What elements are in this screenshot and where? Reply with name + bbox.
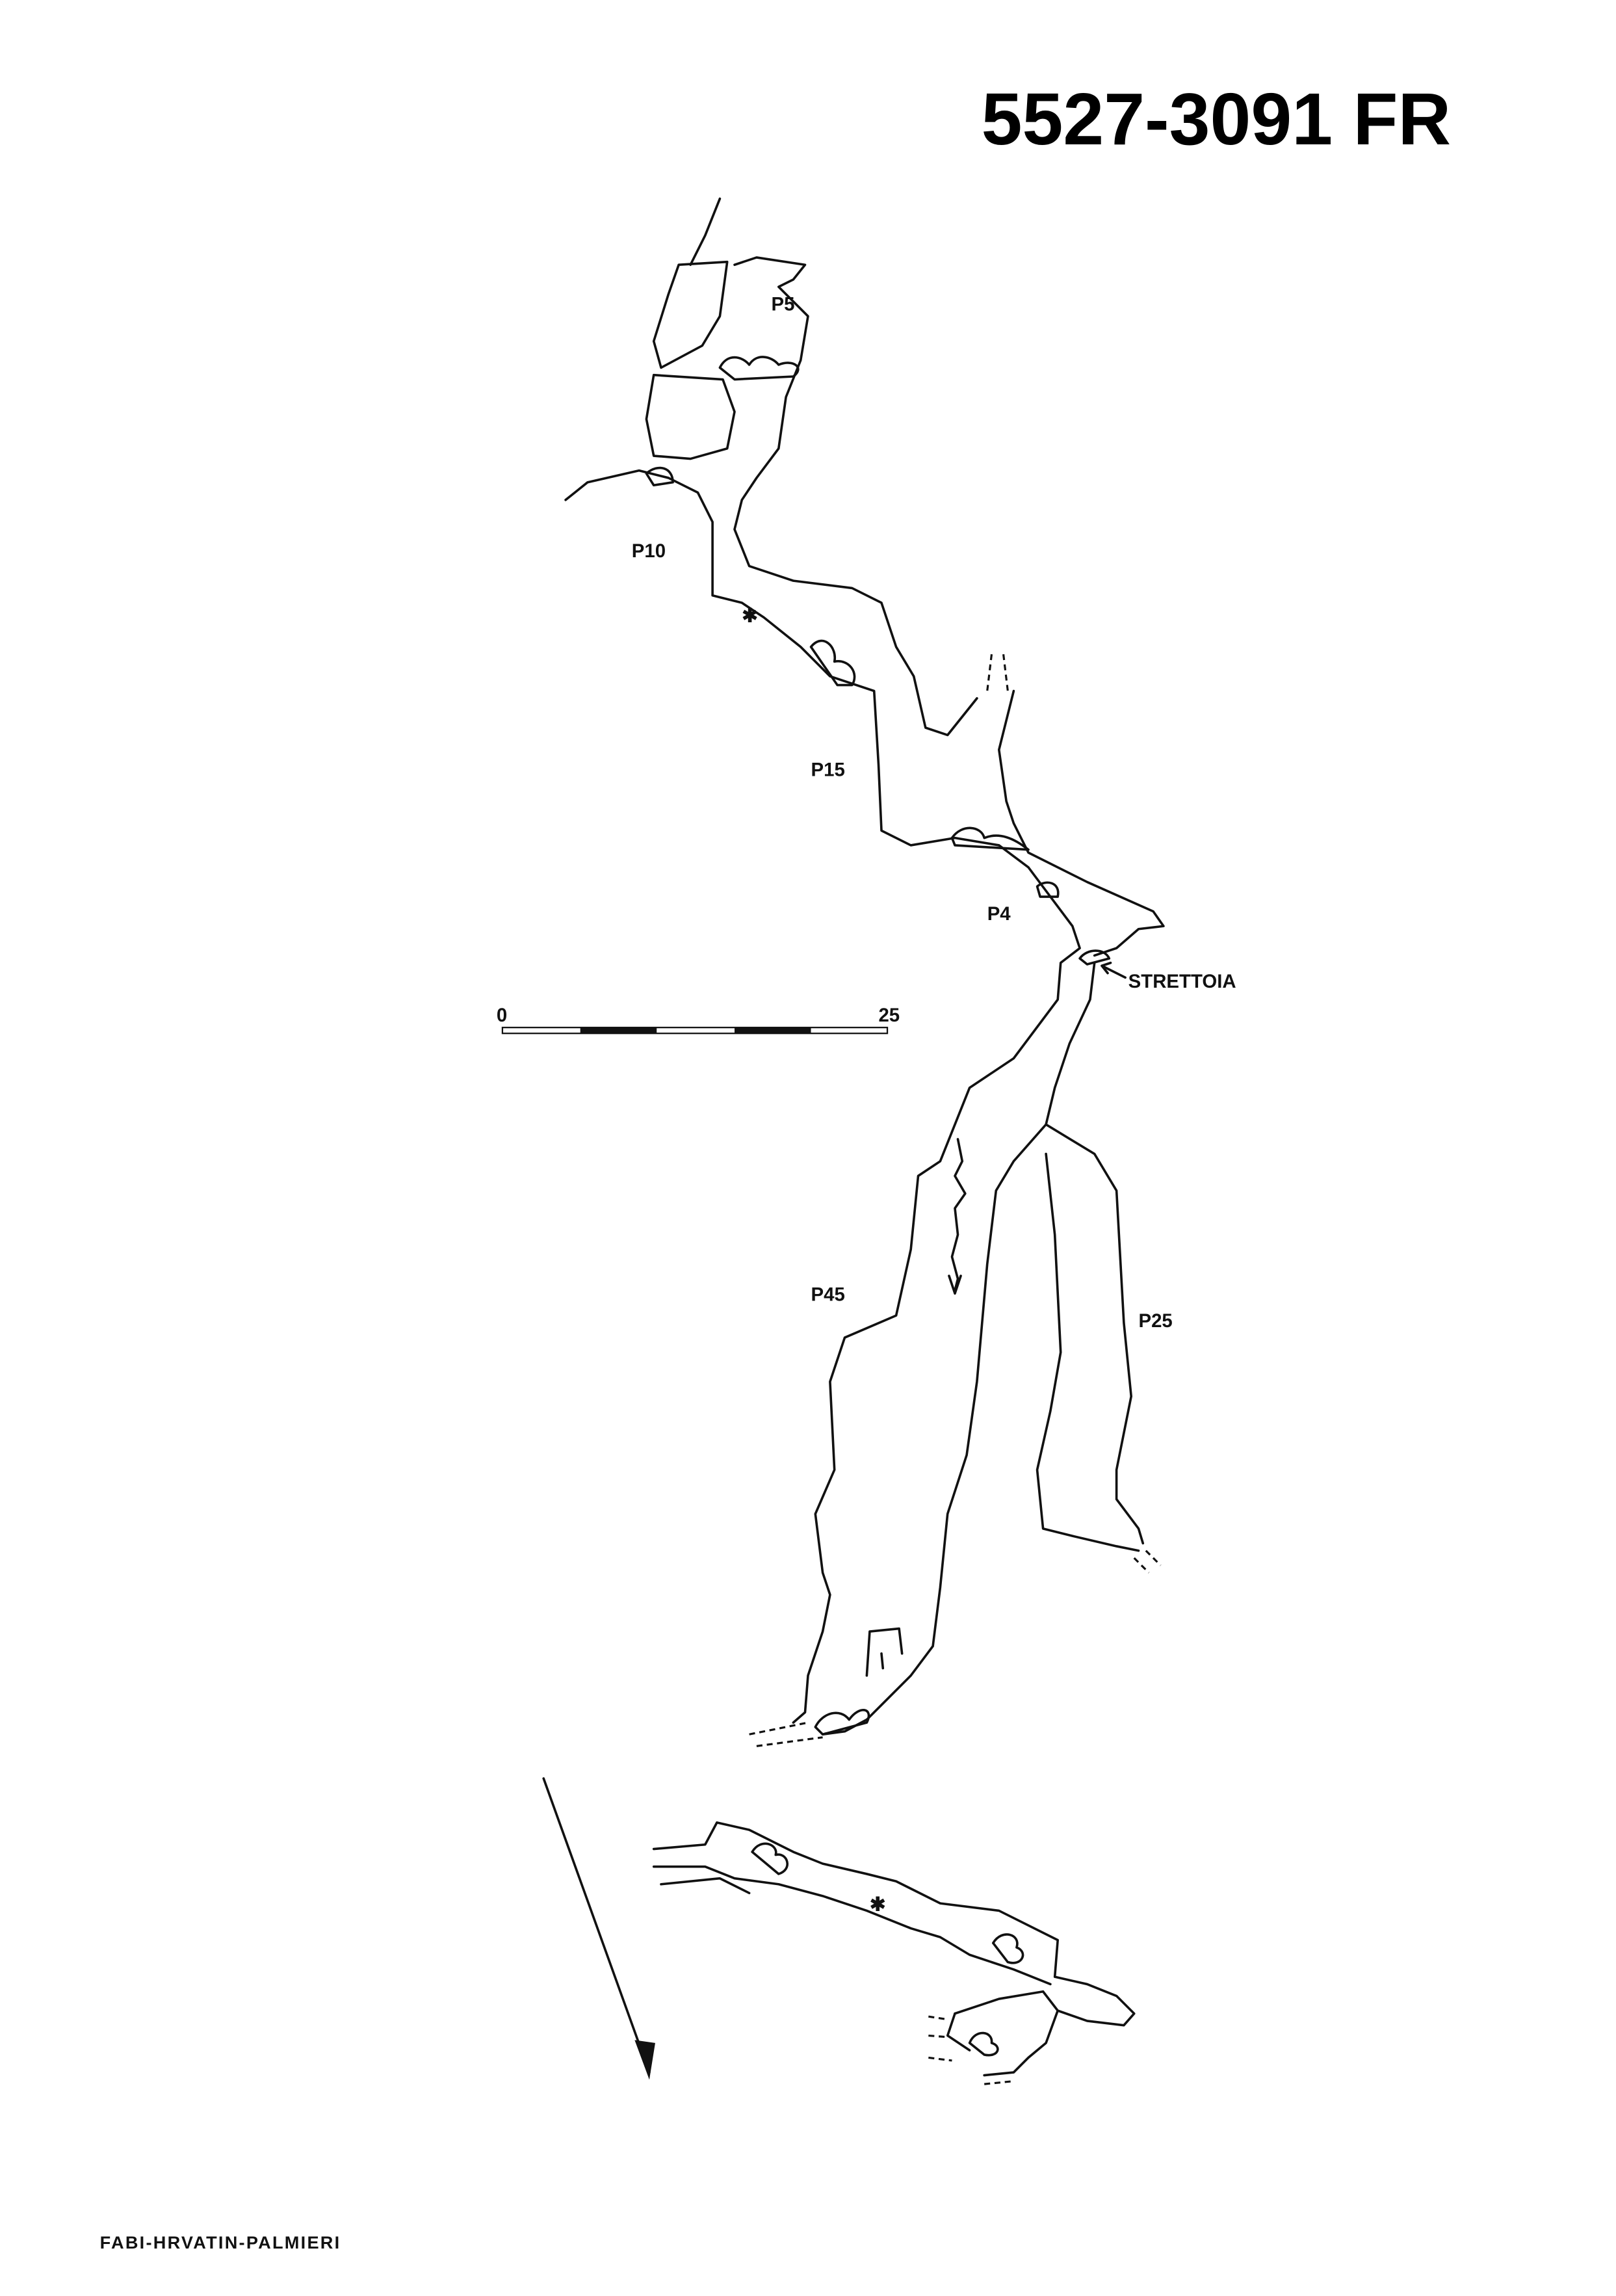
label-strettoia: STRETTOIA	[1128, 971, 1236, 992]
cave-plan-outline: ✱	[652, 1821, 1136, 2085]
label-p4: P4	[987, 903, 1011, 925]
label-p15: P15	[811, 759, 845, 781]
scale-start-label: 0	[497, 1005, 507, 1026]
label-p10: P10	[632, 540, 666, 562]
scale-bar: 0 25	[497, 1005, 900, 1035]
strettoia-arrow-icon	[1101, 961, 1127, 979]
cave-section-outline: ✱	[564, 197, 1165, 1747]
label-p5: P5	[772, 293, 795, 315]
anchor-star-icon: ✱	[742, 605, 758, 626]
plan-anchor-star-icon: ✱	[870, 1894, 886, 1915]
north-arrow-icon	[542, 1777, 655, 2080]
scale-end-label: 25	[878, 1005, 900, 1026]
survey-title: 5527-3091 FR	[982, 78, 1451, 160]
authors-credit: FABI-HRVATIN-PALMIERI	[100, 2232, 341, 2252]
label-p25: P25	[1139, 1310, 1173, 1332]
label-p45: P45	[811, 1284, 845, 1306]
